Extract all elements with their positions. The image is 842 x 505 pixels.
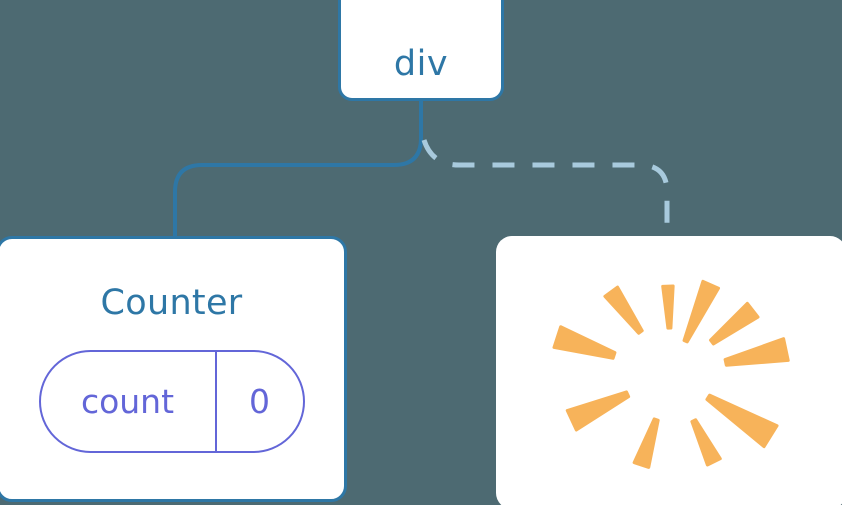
starburst-spinner-icon <box>552 279 790 469</box>
starburst-ray-1 <box>661 284 675 330</box>
edge-root-to-loading <box>421 139 670 238</box>
starburst-ray-9 <box>708 301 760 346</box>
starburst-ray-8 <box>723 337 790 367</box>
starburst-ray-4 <box>565 390 631 432</box>
starburst-ray-5 <box>632 417 660 469</box>
node-loading-placeholder[interactable] <box>496 236 842 505</box>
starburst-ray-3 <box>552 325 617 360</box>
starburst-ray-6 <box>690 418 722 467</box>
node-label: div <box>393 44 449 84</box>
starburst-ray-7 <box>705 393 779 449</box>
node-counter[interactable]: Counter count 0 <box>0 236 347 502</box>
state-pill-count[interactable]: count 0 <box>38 350 305 453</box>
edge-root-to-counter <box>173 98 423 240</box>
state-value: 0 <box>214 352 303 451</box>
node-label: Counter <box>100 283 243 323</box>
starburst-ray-0 <box>682 279 721 344</box>
state-key: count <box>80 382 175 421</box>
starburst-ray-2 <box>603 285 644 335</box>
starburst-rays <box>552 279 790 469</box>
node-root-div[interactable]: div <box>338 0 504 101</box>
